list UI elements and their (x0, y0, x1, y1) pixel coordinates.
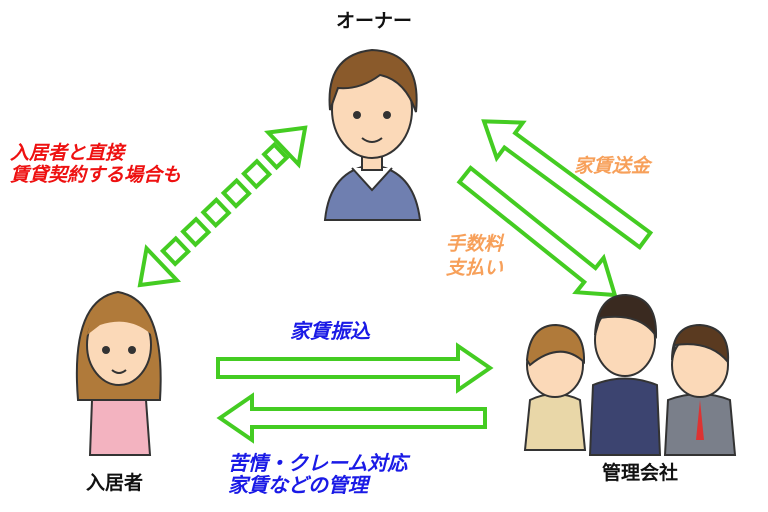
fee-line2: 支払い (446, 257, 504, 279)
rent-transfer-label: 家賃振込 (290, 319, 370, 343)
tenant-label: 入居者 (86, 472, 144, 494)
fee-line1: 手数料 (446, 233, 504, 255)
direct-contract-line1: 入居者と直接 (10, 142, 125, 164)
arrow-management (216, 392, 487, 444)
management-duties-label: 苦情・クレーム対応 家賃などの管理 (228, 452, 407, 496)
owner-illustration (323, 48, 422, 221)
rent-remittance-label: 家賃送金 (574, 155, 651, 177)
mgmt-line2: 家賃などの管理 (228, 473, 368, 497)
arrow-rent-remittance (481, 119, 654, 251)
arrow-fee-payment (456, 165, 618, 298)
arrow-rent-transfer (216, 342, 494, 394)
management-illustration (523, 293, 737, 456)
direct-contract-note: 入居者と直接 賃貸契約する場合も (10, 142, 181, 186)
owner-label: オーナー (336, 10, 413, 32)
arrow-direct-contract (137, 125, 308, 288)
management-label: 管理会社 (602, 462, 679, 484)
direct-contract-line2: 賃貸契約する場合も (10, 164, 182, 186)
tenant-illustration (75, 290, 162, 456)
mgmt-line1: 苦情・クレーム対応 (228, 451, 408, 475)
fee-payment-label: 手数料 支払い (446, 232, 503, 280)
